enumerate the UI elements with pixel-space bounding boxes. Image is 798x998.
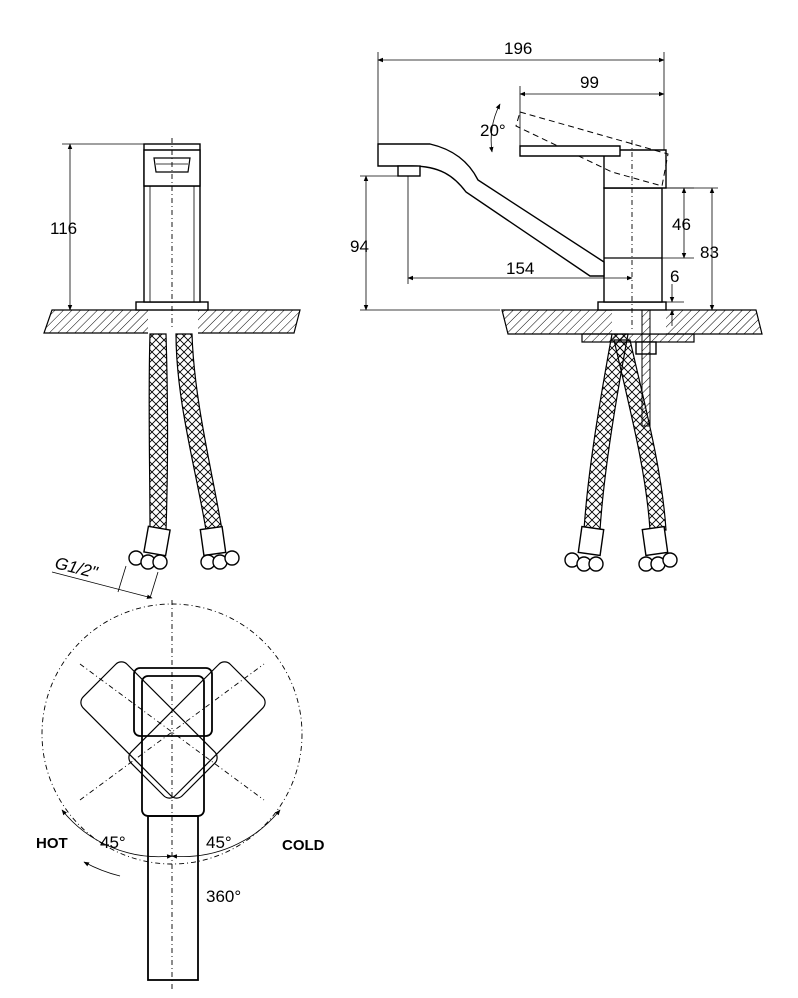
spout-height-dim: 94 bbox=[350, 237, 369, 256]
lever-width-dim: 99 bbox=[580, 73, 599, 92]
front-view: 116 G1/2" bbox=[43, 138, 301, 599]
top-view: HOT COLD 45° 45° 360° bbox=[36, 600, 325, 990]
spout-reach-dim: 154 bbox=[506, 259, 534, 278]
front-hose-right bbox=[175, 333, 223, 531]
side-fitting-left bbox=[564, 525, 605, 572]
mounting-plate bbox=[581, 333, 695, 343]
cold-angle: 45° bbox=[206, 833, 232, 852]
side-fitting-right bbox=[638, 525, 678, 572]
front-countertop-hole bbox=[148, 310, 198, 334]
cartridge-top bbox=[133, 667, 213, 737]
side-view: 196 99 20° 94 154 46 83 6 bbox=[350, 39, 763, 572]
lever-cold-position bbox=[128, 661, 266, 799]
side-aerator bbox=[397, 165, 421, 177]
body-height-dim: 46 bbox=[672, 215, 691, 234]
front-fitting-left bbox=[128, 525, 171, 570]
cold-label: COLD bbox=[282, 837, 325, 854]
front-lever-cap bbox=[143, 149, 201, 187]
base-thickness-dim: 6 bbox=[670, 267, 679, 286]
side-spout bbox=[377, 143, 605, 277]
hot-label: HOT bbox=[36, 835, 68, 852]
side-lever bbox=[519, 145, 621, 157]
rotation-label: 360° bbox=[206, 887, 241, 906]
hot-angle: 45° bbox=[100, 833, 126, 852]
front-height-dim: 116 bbox=[50, 219, 77, 238]
top-spout bbox=[147, 815, 199, 981]
front-aerator bbox=[153, 157, 191, 173]
total-width-dim: 196 bbox=[504, 39, 532, 58]
lever-angle-dim: 20° bbox=[480, 121, 506, 140]
side-lever-raised bbox=[515, 111, 669, 187]
side-hose-right bbox=[613, 339, 667, 531]
front-fitting-right bbox=[199, 525, 240, 570]
overall-height-dim: 83 bbox=[700, 243, 719, 262]
side-body bbox=[603, 187, 663, 303]
lever-hot-position bbox=[80, 661, 218, 799]
lever-center bbox=[141, 675, 205, 817]
front-hose-left bbox=[148, 333, 169, 531]
